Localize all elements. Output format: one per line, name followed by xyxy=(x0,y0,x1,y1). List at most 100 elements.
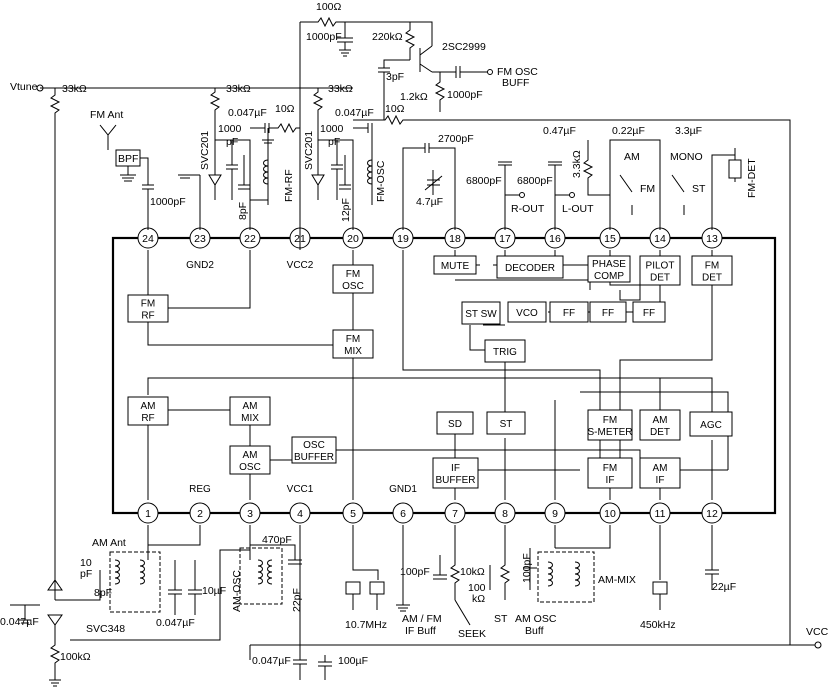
label-vcc-right: VCC xyxy=(806,626,829,638)
block-box xyxy=(436,411,474,435)
label-c-100pf-b: 100pF xyxy=(521,553,533,583)
pin-number: 10 xyxy=(604,508,616,520)
label-svc201-b: SVC201 xyxy=(303,131,315,170)
block-decoder: DECODER xyxy=(496,255,564,279)
pin-number: 11 xyxy=(655,508,666,520)
block-label: VCO xyxy=(516,308,538,319)
label-fm-osc-buff-2: BUFF xyxy=(502,77,529,89)
label-xtal-107: 10.7MHz xyxy=(345,619,387,631)
block-label-line2: DET xyxy=(702,273,722,284)
block-label-line1: FM xyxy=(346,334,360,345)
block-label-line2: MIX xyxy=(344,346,362,357)
label-st-sw: ST xyxy=(692,183,706,195)
label-fm-rf-coil: FM-RF xyxy=(283,169,295,202)
pin-label: VCC1 xyxy=(287,484,314,495)
pin-circle xyxy=(392,502,414,524)
block-trig: TRIG xyxy=(484,339,526,363)
label-am-fm-if-2: IF Buff xyxy=(405,625,436,637)
block-label-line1: FM xyxy=(603,415,617,426)
label-c-12pf: 12pF xyxy=(340,198,352,222)
block-box xyxy=(433,255,477,275)
block-box xyxy=(587,409,633,441)
block-label: ST SW xyxy=(465,309,497,320)
pin-number: 19 xyxy=(397,233,409,245)
block-box xyxy=(587,457,633,489)
pin-number: 18 xyxy=(449,233,461,245)
label-c-1000-a: 1000 xyxy=(218,123,242,135)
block-box xyxy=(332,264,374,294)
block-st: ST xyxy=(486,411,526,435)
label-c-10uf: 10µF xyxy=(202,585,226,597)
block-label-line2: OSC xyxy=(342,281,364,292)
block-label-line2: BUFFER xyxy=(436,475,476,486)
pin-number: 5 xyxy=(350,508,356,520)
label-c-100pf-a: 100pF xyxy=(400,566,430,578)
label-r-10k: 10kΩ xyxy=(460,566,485,578)
block-label-line1: PILOT xyxy=(646,261,675,272)
block-label: FF xyxy=(563,308,575,319)
block-label-line1: PHASE xyxy=(592,259,626,270)
label-c-047-b: 0.047µF xyxy=(335,107,374,119)
block-box xyxy=(639,255,681,286)
block-box xyxy=(507,301,547,323)
pin-number: 3 xyxy=(247,508,253,520)
label-c-33uf: 3.3µF xyxy=(675,125,702,137)
pin-number: 16 xyxy=(549,233,561,245)
block-label: DECODER xyxy=(505,263,555,274)
block-label-line1: FM xyxy=(346,269,360,280)
label-fm-osc-coil: FM-OSC xyxy=(375,160,387,202)
label-c-047-am: 0.047µF xyxy=(156,617,195,629)
block-ff1: FF xyxy=(549,301,589,323)
block-box xyxy=(587,255,631,283)
label-r-10-b: 10Ω xyxy=(385,103,405,115)
block-label-line2: BUFFER xyxy=(294,452,334,463)
block-vco: VCO xyxy=(507,301,547,323)
label-c-047-left: 0.047µF xyxy=(0,616,39,628)
label-vtune: Vtune xyxy=(10,81,38,93)
pin-circle xyxy=(494,502,516,524)
pin-number: 7 xyxy=(452,508,458,520)
block-box xyxy=(229,396,271,426)
block-box xyxy=(229,445,271,475)
label-r-out: R-OUT xyxy=(511,203,545,215)
label-svc348: SVC348 xyxy=(86,623,125,635)
block-box xyxy=(632,301,666,323)
label-r-33k-15: 3.3kΩ xyxy=(571,150,583,178)
block-label-line1: AM xyxy=(243,450,258,461)
block-label-line1: AM xyxy=(243,401,258,412)
pin-number: 2 xyxy=(197,508,203,520)
pin-circle xyxy=(649,502,671,524)
label-c-6800-b: 6800pF xyxy=(517,175,553,187)
label-c-047uf-15: 0.47µF xyxy=(543,125,576,137)
pin-number: 22 xyxy=(244,233,256,245)
label-c-22pf: 22pF xyxy=(291,588,303,612)
pin-number: 20 xyxy=(347,233,359,245)
block-label: SD xyxy=(448,419,462,430)
pin-label: VCC2 xyxy=(287,260,314,271)
label-c-10pf-2: pF xyxy=(80,568,92,580)
block-label: FF xyxy=(602,308,614,319)
block-label-line2: COMP xyxy=(594,271,624,282)
block-box xyxy=(486,411,526,435)
block-label-line1: FM xyxy=(141,299,155,310)
block-label-line2: DET xyxy=(650,273,670,284)
block-label: FF xyxy=(643,308,655,319)
pin-circle xyxy=(137,502,159,524)
block-label-line2: IF xyxy=(656,475,665,486)
label-c-6800-a: 6800pF xyxy=(466,175,502,187)
pin-number: 13 xyxy=(706,233,718,245)
label-fm-osc-buff-1: FM OSC xyxy=(497,66,538,78)
label-fm-ant: FM Ant xyxy=(90,109,123,121)
block-box xyxy=(432,457,479,489)
block-label: ST xyxy=(500,419,513,430)
